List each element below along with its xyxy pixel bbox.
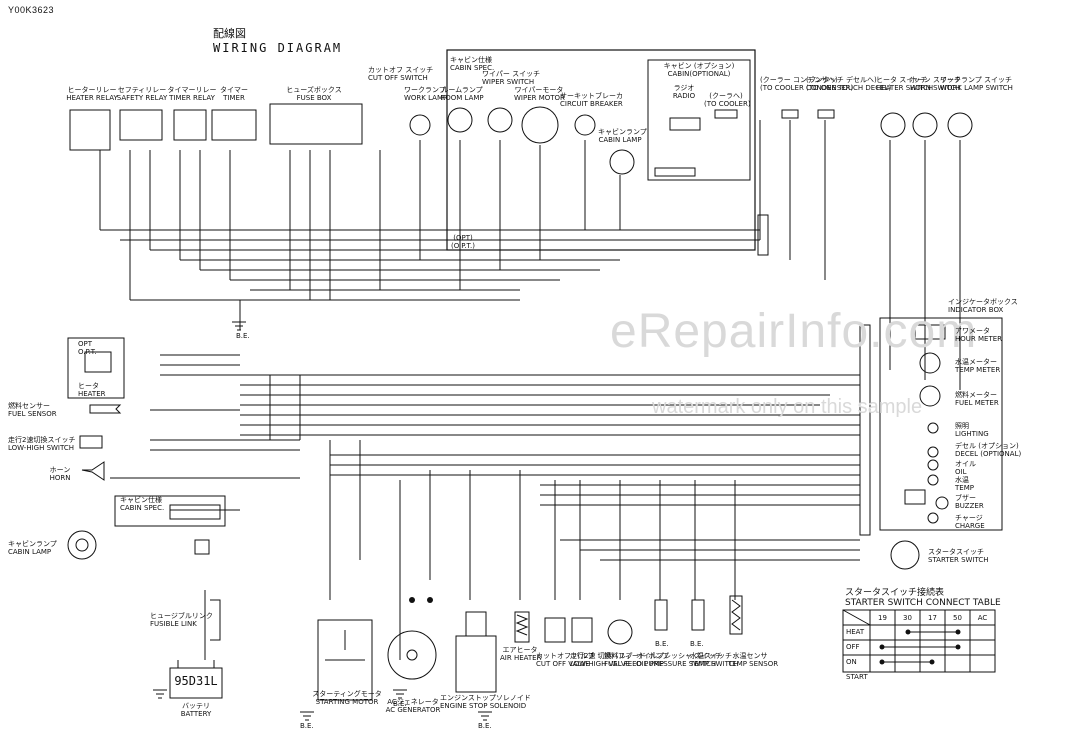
label-cutoff-valve: カットオフ バルブ CUT OFF VALVE (536, 652, 595, 668)
table-row-header: HEAT (846, 628, 865, 636)
label-work-lamp: ワークランプ WORK LAMP (404, 86, 448, 102)
label-oil-pressure-switch: オイルプレッシャ スイッチ OIL PRESSURE SWITCH (636, 652, 723, 668)
label-fuse-box: ヒューズボックス FUSE BOX (286, 86, 342, 102)
label-fuel-feed-pump: 燃料フィード ポンプ FUEL FEED PUMP (604, 652, 669, 668)
label-hour-meter: アワメータ HOUR METER (955, 327, 1003, 343)
label-fuel-sensor: 燃料センサー FUEL SENSOR (8, 402, 57, 418)
label-decel: デセル (オプション) DECEL (OPTIONAL) (955, 442, 1022, 458)
ground-label: B.E. (478, 722, 492, 730)
battery-model: 95D31L (174, 674, 218, 688)
label-cabin-lamp-left: キャビンランプ CABIN LAMP (8, 540, 57, 556)
label-wiper-switch: ワイパー スイッチ WIPER SWITCH (482, 70, 541, 86)
label-cabin-optional: キャビン (オプション) CABIN(OPTIONAL) (663, 62, 735, 78)
label-cabin-spec: キャビン仕様 CABIN SPEC. (450, 56, 495, 72)
table-col-header: 50 (953, 614, 962, 622)
label-charge: チャージ CHARGE (955, 514, 985, 530)
watermark-sub: watermark only on this sample (652, 396, 923, 418)
ground-label: B.E. (655, 640, 669, 648)
label-indicator-box: インジケータボックス INDICATOR BOX (948, 298, 1018, 314)
label-fusible-link: ヒュージブルリンク FUSIBLE LINK (150, 612, 213, 628)
label-horn: ホーン HORN (49, 466, 71, 482)
label-lighting: 照明 LIGHTING (955, 422, 989, 438)
watermark-main: eRepairInfo.com (610, 305, 978, 358)
label-timer-relay: タイマーリレー TIMER RELAY (167, 86, 217, 102)
page-title: WIRING DIAGRAM (213, 41, 343, 55)
label-timer: タイマー TIMER (220, 86, 248, 102)
table-col-header: 17 (928, 614, 937, 622)
ground-label: B.E. (236, 332, 250, 340)
label-circuit-breaker: サーキットブレーカ CIRCUIT BREAKER (560, 92, 623, 108)
label-buzzer: ブザー BUZZER (955, 494, 984, 510)
title-jp: 配線図 (213, 27, 246, 40)
table-col-header: 30 (903, 614, 912, 622)
table-row-header: OFF (846, 643, 860, 651)
label-to-cooler-condenser: (クーラー コンデンサへ) (TO COOLER CONDENSER) (760, 76, 854, 92)
label-battery: バッテリ BATTERY (180, 702, 212, 718)
label-opt-mid: (OPT) (O.P.T.) (451, 234, 475, 250)
label-engine-stop-solenoid: エンジンストップソレノイド ENGINE STOP SOLENOID (440, 694, 531, 710)
label-cabin-spec-left: キャビン仕様 CABIN SPEC. (120, 496, 165, 512)
label-starting-motor: スターティングモータ STARTING MOTOR (312, 690, 382, 706)
page-id: Y00K3623 (8, 5, 55, 15)
label-temp-sensor: 水温センサ TEMP SENSOR (728, 652, 779, 668)
label-opt-box: OPT O.P.T. (78, 340, 97, 356)
label-fuel-meter: 燃料メーター FUEL METER (955, 391, 999, 407)
label-safety-relay: セフティリレー SAFETY RELAY (116, 86, 168, 102)
ground-label: B.E. (690, 640, 704, 648)
label-heater-relay: ヒーターリレー HEATER RELAY (66, 86, 118, 102)
label-horn-switch: ホーン スイッチ HORN SWITCH (910, 76, 961, 92)
label-to-one-touch-decel: (ワンタッチ デセルへ) (TO ONE TOUCH DECEL) (806, 76, 892, 92)
label-ac-generator: ACジェネレータ AC GENERATOR (385, 698, 441, 714)
ground-label: B.E. (393, 700, 407, 708)
ground-label: B.E. (300, 722, 314, 730)
label-room-lamp: ルームランプ ROOM LAMP (440, 86, 484, 102)
table-col-header: AC (977, 614, 988, 622)
label-work-lamp-switch: ワークランプ スイッチ WORK LAMP SWITCH (940, 76, 1013, 92)
label-wiper-motor: ワイパーモータ WIPER MOTOR (514, 86, 565, 102)
table-row-header: START (846, 673, 868, 681)
table-row-header: ON (846, 658, 857, 666)
label-low-high-switch: 走行2速切換スイッチ LOW-HIGH SWITCH (8, 436, 76, 452)
label-cabin-lamp-top: キャビンランプ CABIN LAMP (598, 128, 647, 144)
label-cutoff-switch: カットオフ スイッチ CUT OFF SWITCH (368, 66, 434, 82)
table-col-header: 19 (878, 614, 887, 622)
label-heater: ヒータ HEATER (78, 382, 106, 398)
starter-table-title: スタータスイッチ接続表 STARTER SWITCH CONNECT TABLE (845, 588, 1001, 608)
label-low-high-valve: 走行2速 切換バルブ LOW-HIGH VALVE (570, 652, 633, 668)
label-radio: ラジオ RADIO (672, 84, 696, 100)
label-temp-switch: 水温スイッチ TEMP SWITCH (690, 652, 739, 668)
label-air-heater: エアヒータ AIR HEATER (500, 646, 542, 662)
label-temp: 水温 TEMP (955, 476, 974, 492)
label-temp-meter: 水温メーター TEMP METER (955, 358, 1001, 374)
label-to-cooler: (クーラへ) (TO COOLER) (704, 92, 751, 108)
label-heater-switch: ヒータ スイッチ HEATER SWITCH (876, 76, 934, 92)
label-starter-switch: スタータスイッチ STARTER SWITCH (928, 548, 989, 564)
label-oil: オイル OIL (955, 460, 976, 476)
